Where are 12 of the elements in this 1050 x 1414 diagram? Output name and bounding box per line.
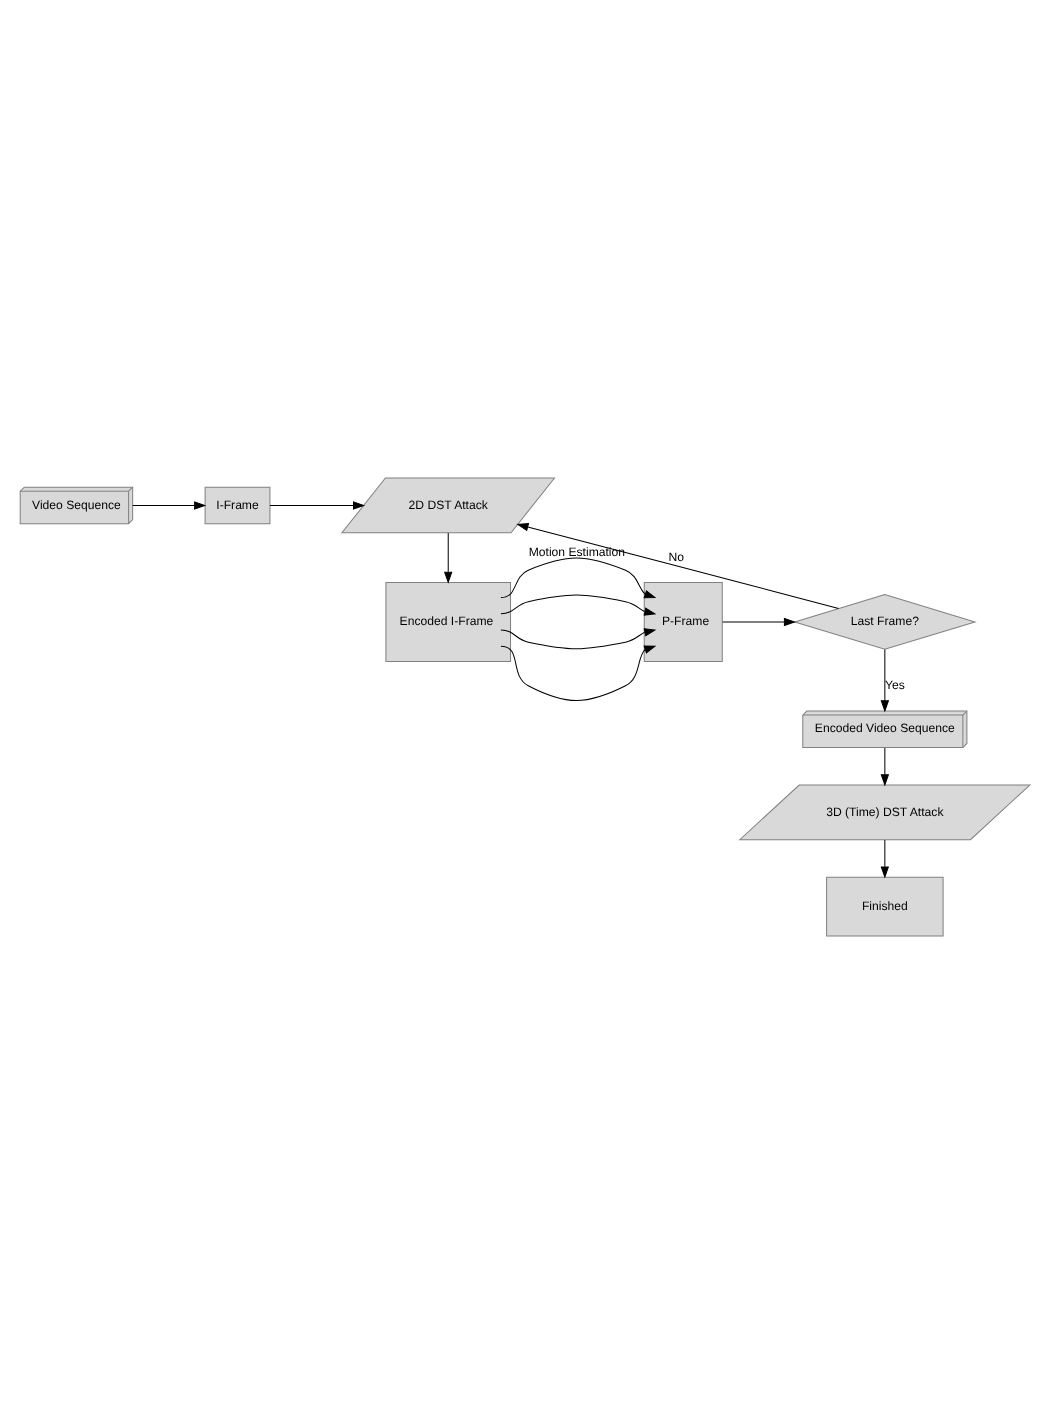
arrow — [443, 532, 453, 584]
arrow — [269, 501, 366, 510]
arrow — [132, 501, 207, 510]
arrow — [500, 628, 657, 650]
arrow — [500, 594, 657, 616]
arrow — [880, 747, 890, 787]
arrow — [880, 839, 890, 879]
arrow — [722, 617, 797, 627]
arrow — [516, 523, 840, 610]
arrow — [500, 557, 657, 599]
arrow — [500, 645, 657, 702]
arrow — [880, 649, 890, 713]
